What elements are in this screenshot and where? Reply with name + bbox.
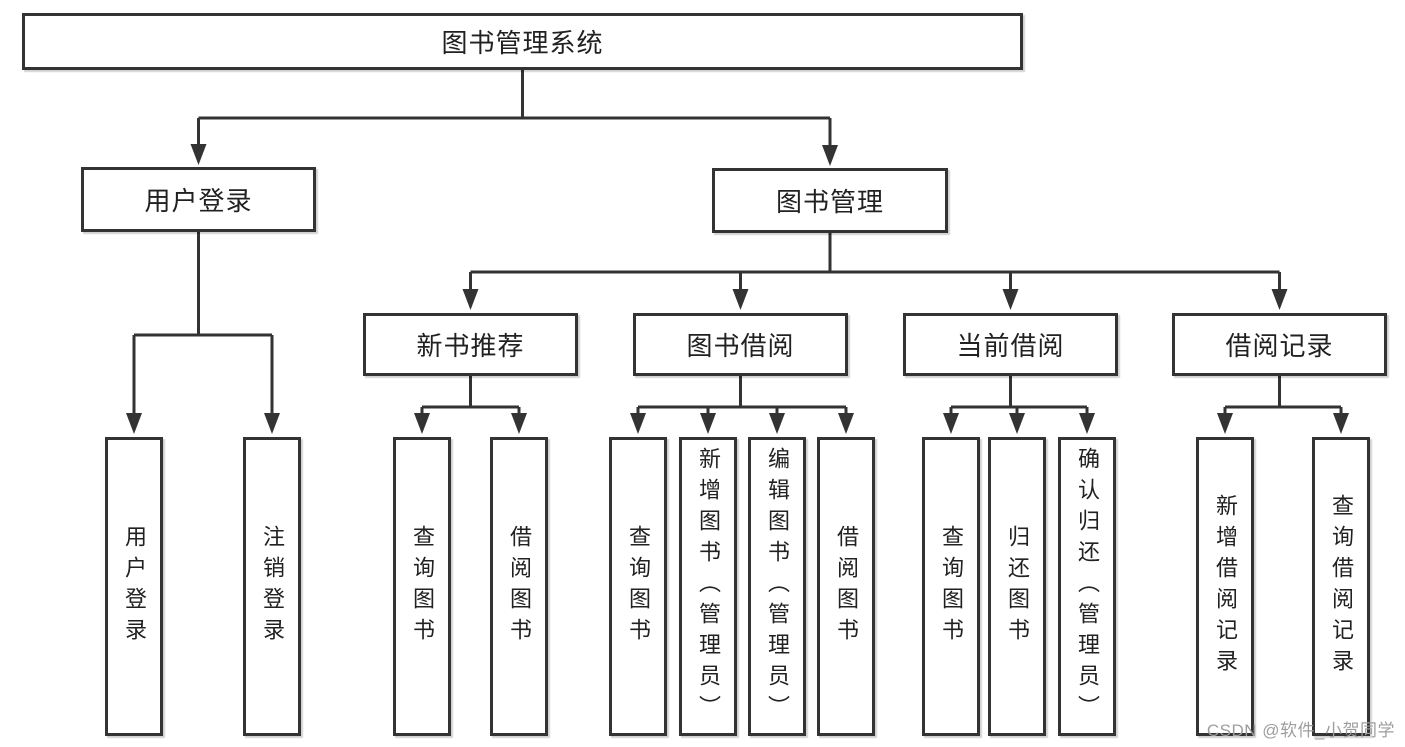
leaf-query-book-current: 查询图书 [922, 437, 980, 736]
leaf-label: 查询借阅记录 [1329, 493, 1354, 680]
leaf-add-book-admin: 新增图书（管理员） [679, 437, 737, 736]
arrowhead [1009, 413, 1025, 434]
connector-bookmgmt-to-level3 [469, 233, 1281, 291]
node-label: 借阅记录 [1225, 331, 1334, 361]
node-user-login: 用户登录 [81, 167, 316, 232]
leaf-borrow-book-recommend: 借阅图书 [490, 437, 548, 736]
arrowhead [126, 413, 142, 434]
arrowhead [1333, 413, 1349, 434]
leaf-edit-book-admin: 编辑图书（管理员） [748, 437, 806, 736]
arrowhead [1079, 413, 1095, 434]
arrowheads [126, 144, 1349, 434]
leaf-label: 归还图书 [1005, 524, 1030, 649]
leaf-add-borrow-record: 新增借阅记录 [1196, 437, 1254, 736]
leaf-borrow-book: 借阅图书 [817, 437, 875, 736]
arrowhead [462, 289, 479, 310]
leaf-query-book-recommend: 查询图书 [393, 437, 451, 736]
leaf-label: 确认归还（管理员） [1075, 447, 1100, 726]
arrowhead [838, 413, 854, 434]
arrowhead [630, 413, 646, 434]
node-label: 当前借阅 [956, 331, 1065, 361]
arrowhead [943, 413, 959, 434]
arrowhead [1217, 413, 1233, 434]
leaf-return-book: 归还图书 [988, 437, 1046, 736]
arrowhead [511, 413, 527, 434]
arrowhead [732, 289, 749, 310]
node-book-management: 图书管理 [712, 168, 948, 233]
arrowhead [700, 413, 716, 434]
leaf-label: 查询图书 [410, 524, 435, 649]
arrowhead [769, 413, 785, 434]
node-borrow-records: 借阅记录 [1172, 313, 1387, 376]
connector-borrow-to-leaves [636, 376, 848, 414]
node-label: 图书管理系统 [441, 28, 604, 58]
connector-recommend-to-leaves [420, 376, 521, 414]
leaf-label: 借阅图书 [834, 524, 859, 649]
connector-records-to-leaves [1223, 376, 1343, 414]
arrowhead [414, 413, 430, 434]
node-label: 用户登录 [144, 186, 253, 216]
leaf-query-book-borrow: 查询图书 [609, 437, 667, 736]
node-current-borrow: 当前借阅 [903, 313, 1118, 376]
arrowhead [1002, 289, 1019, 310]
node-book-borrow: 图书借阅 [633, 313, 848, 376]
node-label: 新书推荐 [416, 331, 525, 361]
connector-root-to-level2 [197, 70, 832, 147]
leaf-query-borrow-record: 查询借阅记录 [1312, 437, 1370, 736]
leaf-user-login: 用户登录 [105, 437, 163, 736]
arrowhead [264, 413, 280, 434]
leaf-confirm-return-admin: 确认归还（管理员） [1058, 437, 1116, 736]
arrowhead [190, 144, 207, 165]
leaf-label: 新增借阅记录 [1213, 493, 1238, 680]
leaf-label: 新增图书（管理员） [696, 447, 721, 726]
leaf-label: 编辑图书（管理员） [765, 447, 790, 726]
leaf-label: 注销登录 [260, 524, 285, 649]
csdn-watermark: CSDN @软件_小贺同学 [1206, 721, 1395, 740]
leaf-label: 查询图书 [939, 524, 964, 649]
leaf-logout: 注销登录 [243, 437, 301, 736]
node-label: 图书借阅 [686, 331, 795, 361]
connector-userlogin-to-leaves [132, 232, 274, 414]
leaf-label: 用户登录 [122, 524, 147, 649]
node-library-management-system: 图书管理系统 [22, 13, 1023, 70]
arrowhead [1271, 289, 1288, 310]
leaf-label: 查询图书 [626, 524, 651, 649]
leaf-label: 借阅图书 [507, 524, 532, 649]
node-label: 图书管理 [775, 187, 884, 217]
arrowhead [822, 145, 838, 166]
node-new-book-recommend: 新书推荐 [363, 313, 578, 376]
connector-current-to-leaves [949, 376, 1089, 414]
